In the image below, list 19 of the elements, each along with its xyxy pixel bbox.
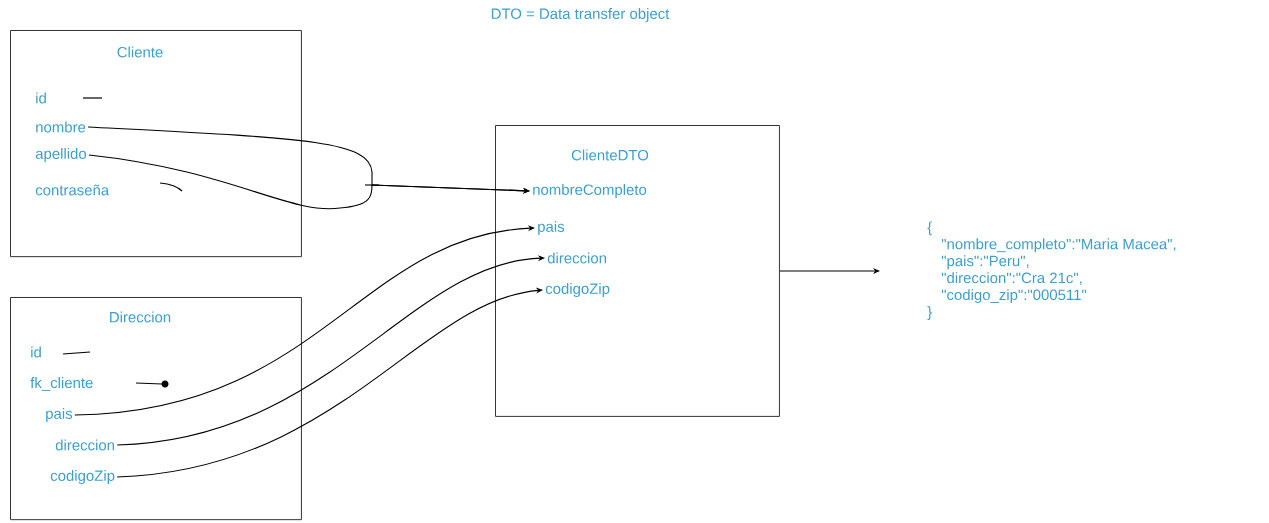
field-label: pais bbox=[538, 221, 565, 235]
field-label: pais bbox=[46, 408, 73, 422]
json-text: { "nombre_completo":"Maria Macea", "pais":"Peru", "direccion":"Cra 21c", "codigo_zip":"000511" } bbox=[927, 221, 1176, 320]
field-label: contraseña bbox=[35, 184, 110, 196]
field-label: id bbox=[31, 346, 41, 358]
field-label: nombre bbox=[36, 121, 86, 133]
arrow bbox=[88, 154, 530, 210]
field-label: direccion bbox=[55, 439, 115, 451]
field-label: apellido bbox=[35, 148, 87, 162]
title: DTO = Data transfer object bbox=[491, 8, 670, 22]
field-label: codigoZip bbox=[50, 470, 115, 484]
field-label: direccion bbox=[547, 252, 607, 264]
field-label: codigoZip bbox=[545, 283, 610, 297]
field-label: id bbox=[36, 92, 46, 104]
arrow bbox=[116, 287, 543, 478]
arrow bbox=[116, 255, 545, 446]
field-label: nombreCompleto bbox=[533, 184, 647, 198]
field-label: fk_cliente bbox=[30, 377, 93, 391]
arrow bbox=[74, 225, 535, 416]
